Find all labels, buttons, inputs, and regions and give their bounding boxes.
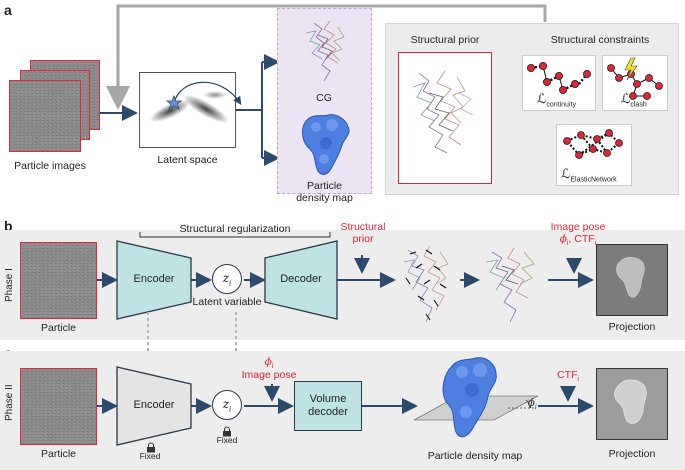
- phase-2-phi-symbol: ϕ: [264, 356, 272, 368]
- image-pose-ctf: , CTF: [568, 233, 595, 245]
- phase-1-projection-shape: [616, 257, 645, 298]
- phase-1-particle-image: [20, 242, 97, 319]
- latent-variable-label: Latent variable: [192, 296, 262, 308]
- clash-diagram: [607, 57, 663, 100]
- elastic-network-diagram: [563, 129, 623, 159]
- image-pose-line2: ϕi, CTFi: [540, 233, 616, 250]
- volume-decoder-box: Volume decoder: [294, 381, 362, 431]
- phase-2-particle-label: Particle: [40, 448, 76, 460]
- phase-1-decoder: Decoder: [264, 240, 338, 320]
- structural-prior-input-label: Structural prior: [332, 221, 394, 245]
- particle-image-front: [9, 80, 81, 152]
- clash-loss-sub: clash: [630, 101, 647, 109]
- panel-b-letter: b: [4, 218, 13, 234]
- density-map-image: [302, 114, 350, 175]
- phase-2-image-pose-label: Image pose: [241, 369, 297, 381]
- plane-angle-phi: ϕ: [528, 398, 535, 409]
- continuity-loss-sub: continuity: [546, 101, 576, 109]
- elastic-loss-label: ℒElasticNetwork: [561, 167, 617, 184]
- clash-constraint-card: ℒclash: [602, 55, 668, 111]
- volume-decoder-line2: decoder: [308, 406, 348, 418]
- structural-panel: Structural prior Structural constraints: [385, 23, 679, 195]
- phase-1-cg-displacement-image: [403, 245, 449, 323]
- phase-1-encoder-shape: [116, 240, 192, 320]
- phase-2-latent-symbol: z: [222, 397, 230, 411]
- cg-structure-image: [305, 20, 345, 82]
- phase-1-latent-sub: i: [229, 279, 232, 288]
- particle-images-label: Particle images: [14, 160, 86, 172]
- phase-1-encoder: Encoder: [116, 240, 192, 320]
- phase-1-latent-symbol: z: [222, 271, 230, 285]
- latent-lock-icon: [222, 424, 232, 437]
- elastic-loss-symbol: ℒ: [561, 167, 571, 182]
- density-map-label-line1: Particle: [306, 180, 342, 192]
- volume-decoder-line1: Volume: [309, 393, 347, 405]
- clash-loss-label: ℒclash: [621, 92, 647, 109]
- phase-2-ctf-text: CTF: [557, 369, 578, 381]
- latent-distribution-plot: [149, 81, 242, 124]
- phase-1-particle-label: Particle: [40, 322, 76, 334]
- image-pose-phi: ϕ: [559, 233, 567, 245]
- latent-fixed-label: Fixed: [216, 435, 238, 445]
- phase-1-decoder-label: Decoder: [280, 273, 322, 285]
- phase-2-latent-sub: i: [229, 405, 232, 414]
- encoder-lock-icon: [146, 440, 156, 453]
- latent-space-box: [139, 72, 242, 148]
- continuity-constraint-card: ℒcontinuity: [522, 55, 596, 111]
- plane-angle-sub: i: [534, 404, 537, 411]
- phase-2-density-map-image: [413, 357, 539, 438]
- continuity-loss-label: ℒcontinuity: [537, 92, 576, 109]
- phase-1-projection-label: Projection: [608, 321, 656, 333]
- phase-2-encoder-shape: [116, 366, 192, 446]
- phase-1-cg-image: [485, 247, 535, 323]
- phase-1-encoder-label: Encoder: [133, 273, 175, 285]
- phase-2-projection-shape: [614, 379, 647, 424]
- image-pose-line1: Image pose: [550, 221, 606, 233]
- phase-2-latent-node: zi: [212, 390, 242, 420]
- output-panel: CG: [277, 8, 372, 194]
- phase-2-encoder-label: Encoder: [133, 399, 175, 411]
- density-map-label-line2: density map: [296, 192, 353, 204]
- continuity-diagram: [527, 62, 592, 94]
- elastic-loss-sub: ElasticNetwork: [570, 176, 617, 184]
- structural-constraints-label: Structural constraints: [550, 34, 650, 46]
- encoder-fixed-label: Fixed: [139, 451, 161, 461]
- phase-2-projection-image: [596, 368, 668, 440]
- structural-prior-label: Structural prior: [410, 34, 480, 46]
- structural-prior-input-line1: Structural: [340, 221, 386, 233]
- image-pose-ctf-sub: i: [595, 240, 597, 247]
- latent-lock-glyph: [223, 426, 231, 437]
- phase-1-latent-node: zi: [212, 264, 242, 294]
- phase-1-decoder-shape: [264, 240, 338, 320]
- cg-label: CG: [316, 92, 332, 104]
- structural-prior-input-line2: prior: [352, 233, 374, 245]
- phase-2-particle-image: [20, 368, 97, 445]
- plane-angle-label: ϕi: [528, 398, 537, 411]
- continuity-loss-symbol: ℒ: [537, 92, 547, 107]
- phase-2-projection-label: Projection: [608, 448, 656, 460]
- density-map-label: Particle density map: [277, 180, 372, 204]
- phase-1-projection-image: [596, 244, 668, 316]
- phase-2-encoder: Encoder: [116, 366, 192, 446]
- structural-regularization-label: Structural regularization: [179, 223, 291, 235]
- phase-2-phi-label: ϕi: [254, 356, 284, 370]
- phase-2-phi-sub: i: [271, 363, 274, 371]
- structural-prior-box: [398, 52, 492, 184]
- latent-space-label: Latent space: [157, 154, 218, 166]
- structural-prior-image: [412, 70, 474, 154]
- phase-2-ctf-label: CTFi: [550, 369, 586, 383]
- clash-loss-symbol: ℒ: [621, 92, 631, 107]
- panel-a-letter: a: [4, 2, 12, 18]
- phase-2-ctf-sub: i: [577, 376, 579, 384]
- image-pose-input-label: Image pose ϕi, CTFi: [540, 221, 616, 250]
- encoder-lock-glyph: [147, 442, 155, 453]
- image-pose-phi-sub: i: [566, 240, 569, 248]
- elastic-network-constraint-card: ℒElasticNetwork: [556, 124, 632, 186]
- phase-2-density-map-label: Particle density map: [427, 450, 523, 462]
